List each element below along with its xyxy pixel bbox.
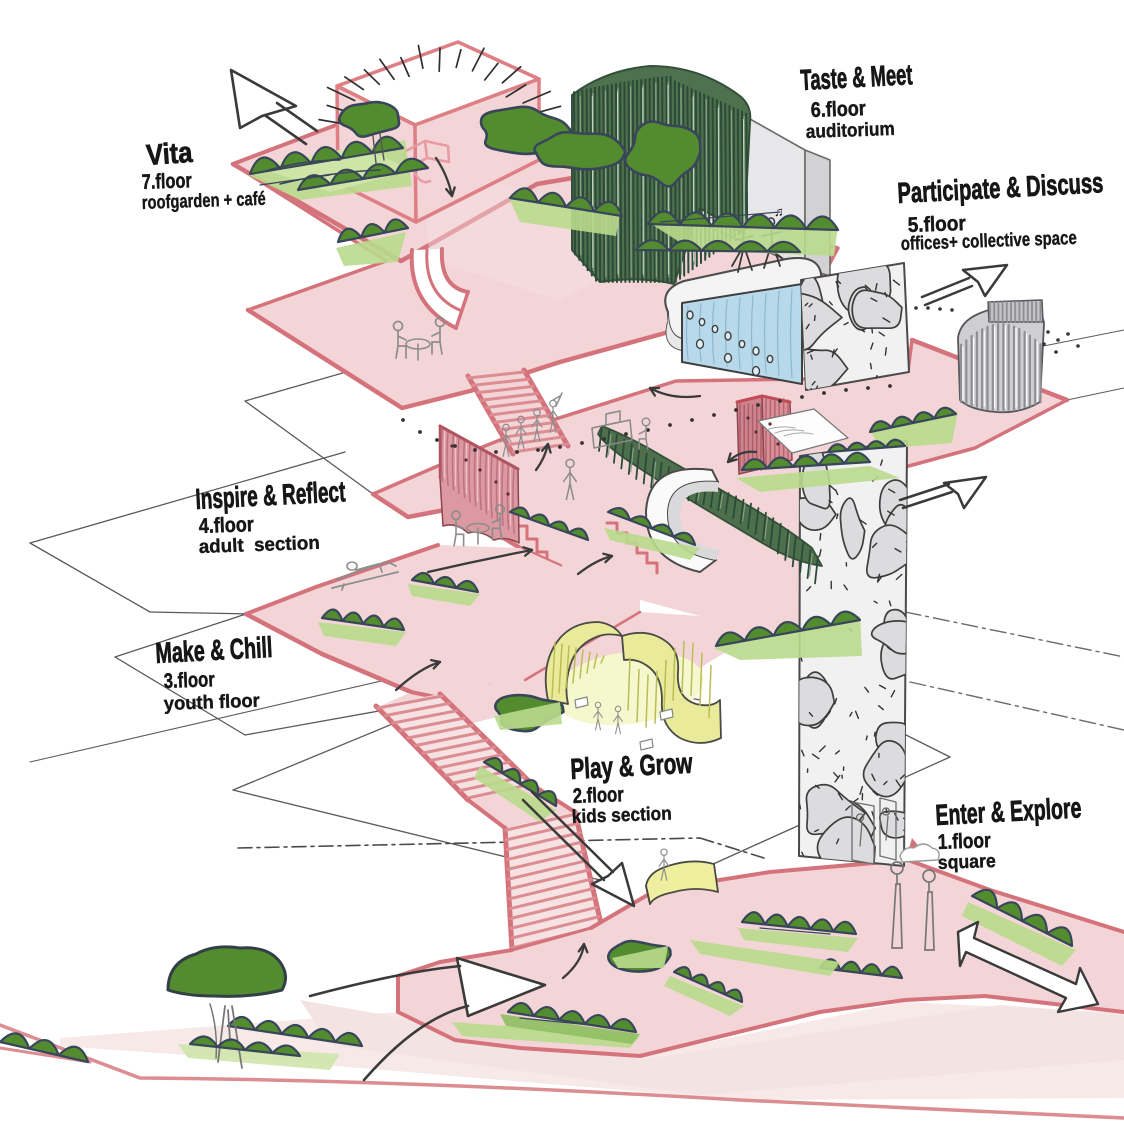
svg-text:3.floor: 3.floor bbox=[163, 668, 215, 693]
svg-text:5.floor: 5.floor bbox=[907, 212, 966, 237]
svg-text:kids section: kids section bbox=[571, 804, 672, 828]
svg-text:Make & Chill: Make & Chill bbox=[155, 632, 274, 670]
svg-text:auditorium: auditorium bbox=[805, 119, 895, 143]
svg-text:6.floor: 6.floor bbox=[810, 97, 866, 122]
svg-text:1.floor: 1.floor bbox=[937, 829, 991, 854]
svg-text:Vita: Vita bbox=[145, 137, 194, 172]
svg-text:Taste & Meet: Taste & Meet bbox=[800, 59, 914, 97]
svg-text:7.floor: 7.floor bbox=[141, 169, 192, 194]
svg-text:4.floor: 4.floor bbox=[198, 513, 254, 538]
svg-text:Play & Grow: Play & Grow bbox=[570, 748, 694, 786]
svg-text:Enter & Explore: Enter & Explore bbox=[935, 792, 1082, 832]
svg-text:adult section: adult section bbox=[198, 533, 320, 558]
svg-text:roofgarden + café: roofgarden + café bbox=[141, 189, 266, 214]
svg-text:square: square bbox=[937, 851, 996, 874]
svg-text:youth floor: youth floor bbox=[163, 691, 260, 715]
svg-text:2.floor: 2.floor bbox=[572, 783, 624, 808]
svg-text:Inspire & Reflect: Inspire & Reflect bbox=[195, 476, 347, 516]
